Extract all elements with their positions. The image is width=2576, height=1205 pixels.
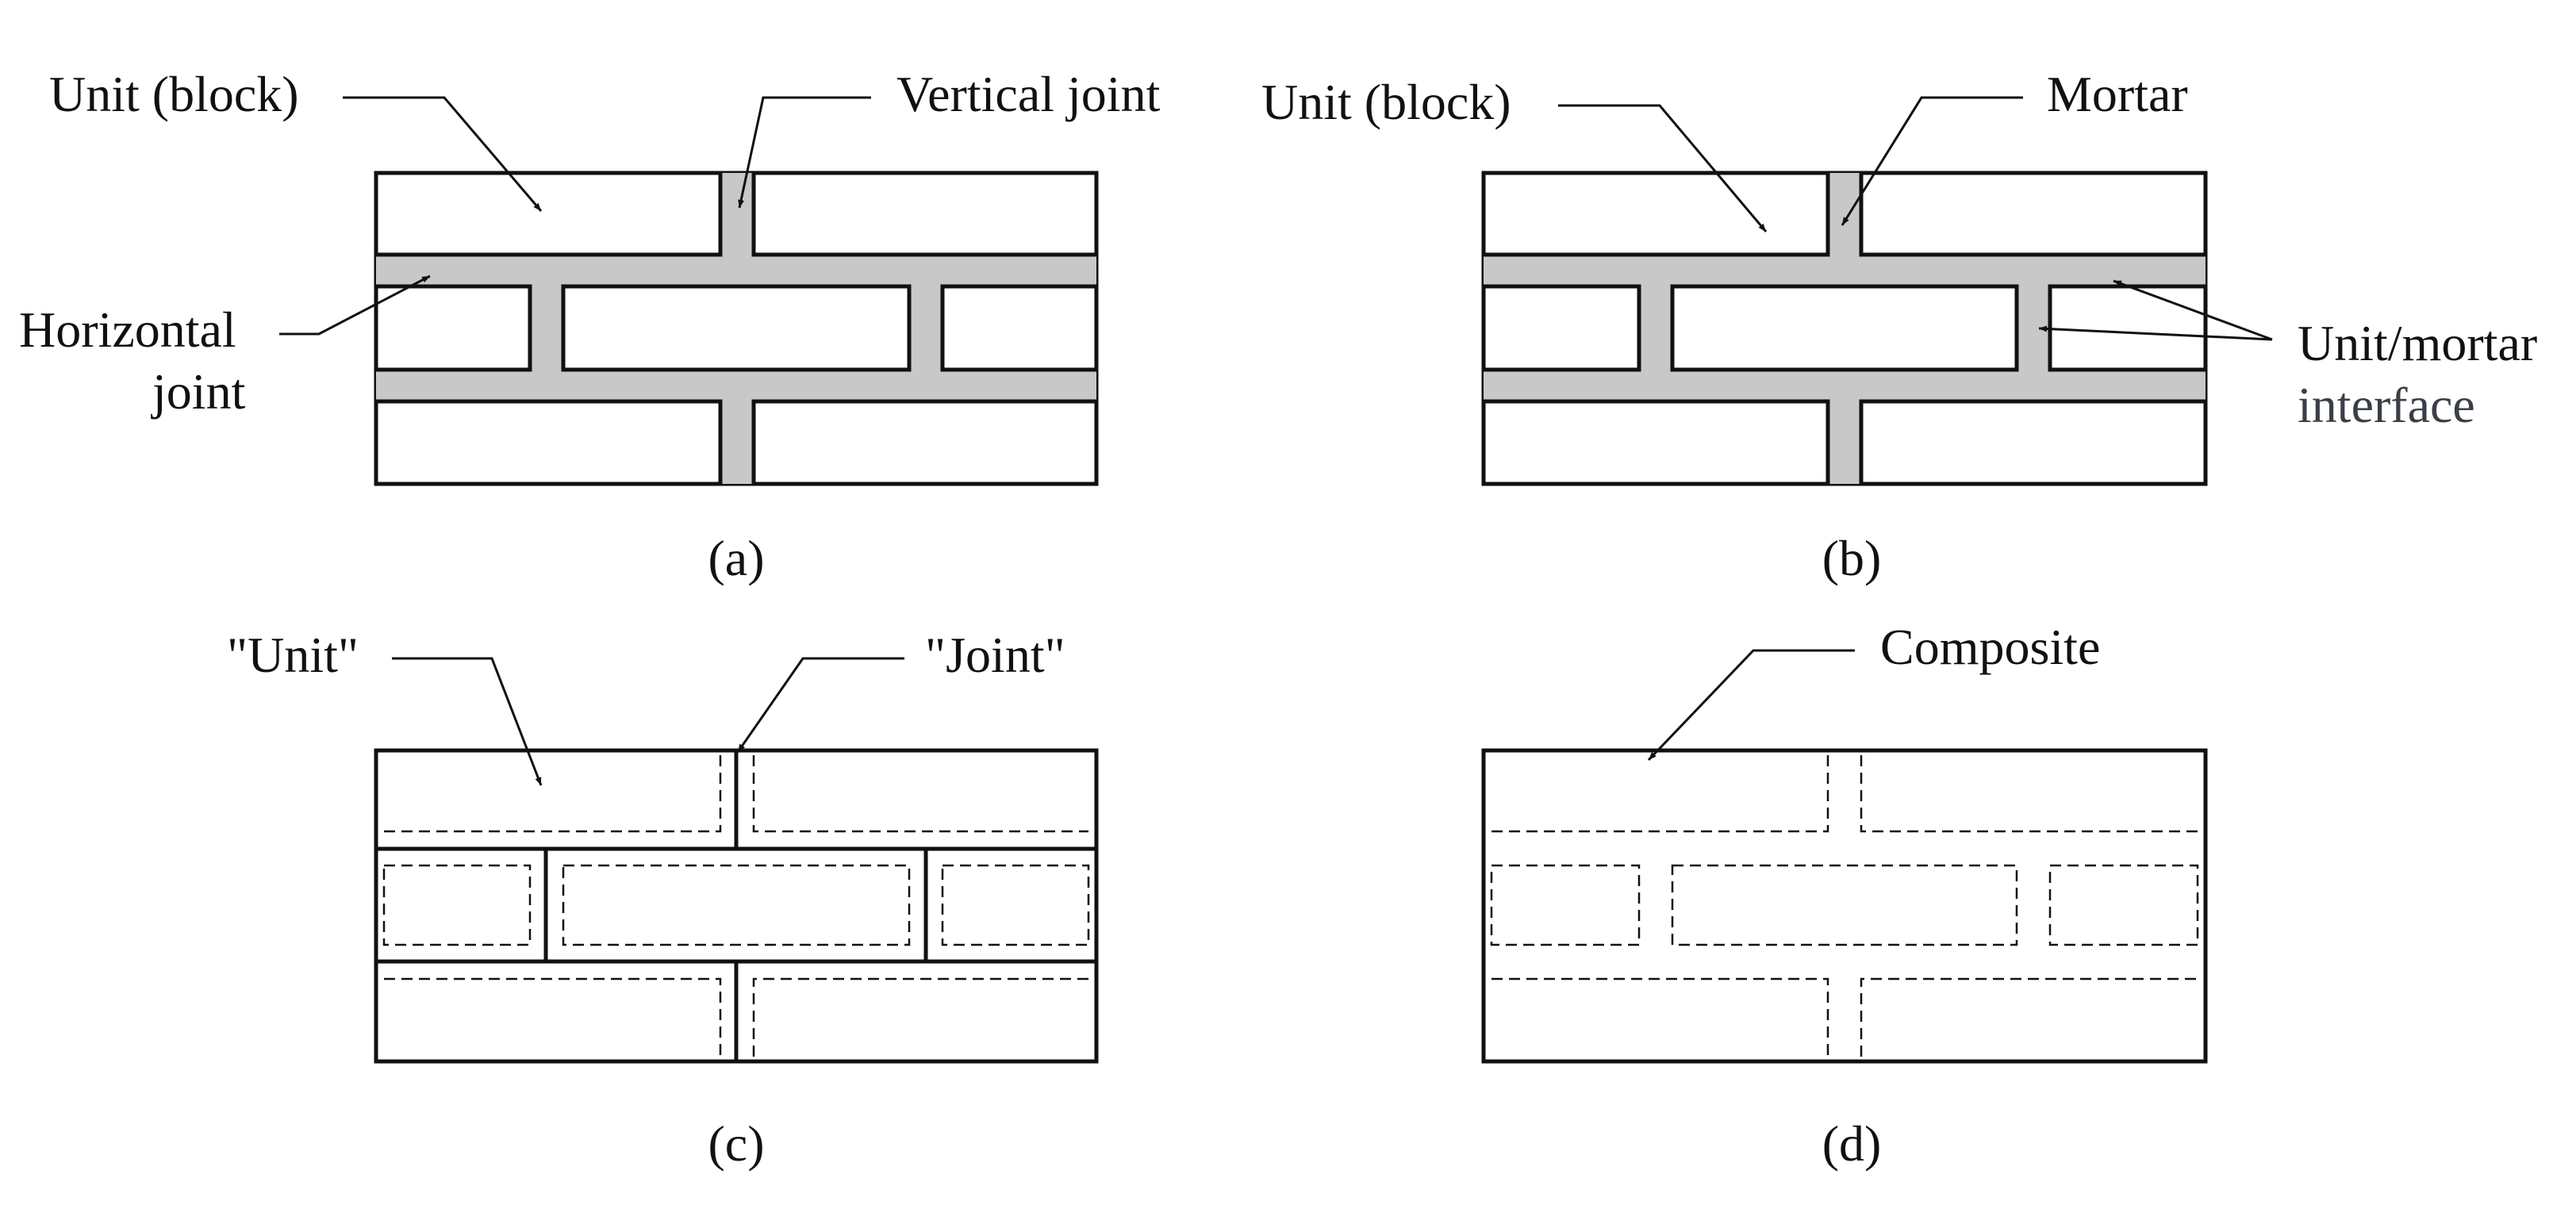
- leader-mortar-b: [1841, 96, 2023, 226]
- mortar-horizontal-top-b: [1484, 255, 2206, 286]
- unit-edge-bottom-row-a: [376, 399, 1096, 484]
- mortar-vertical-top-a: [720, 173, 754, 255]
- leader-unit-a: [343, 96, 543, 212]
- unit-middle-left-b: [1481, 284, 1641, 372]
- caption-d: (d): [1822, 1115, 1882, 1172]
- mortar-horizontal-bottom-b: [1484, 370, 2206, 401]
- mortar-vertical-mid1-a: [530, 286, 563, 370]
- leader-interface-upper-b: [2113, 279, 2273, 341]
- caption-b: (b): [1822, 530, 1882, 586]
- unit-middle-center-b: [1670, 284, 2019, 372]
- unit-middle-center-a: [561, 284, 912, 372]
- label-interface-line2-b: interface: [2298, 377, 2475, 433]
- unit-middle-right-a: [940, 284, 1099, 372]
- panel-b: Unit (block) Mortar Unit/mortar interfac…: [1261, 66, 2537, 586]
- dashed-unit-middle-left-d: [1490, 864, 1641, 946]
- dashed-unit-bottom-left-d: [1491, 977, 1829, 1057]
- label-horizontal-joint-line2-a: joint: [151, 363, 246, 420]
- unit-edge-top-row-b: [1484, 173, 2206, 257]
- dashed-unit-bottom-right-d: [1860, 977, 2198, 1057]
- label-horizontal-joint-line1-a: Horizontal: [19, 301, 236, 358]
- label-joint-c: "Joint": [925, 627, 1065, 683]
- label-vertical-joint-a: Vertical joint: [896, 66, 1161, 122]
- label-unit-a: Unit (block): [49, 66, 299, 122]
- label-unit-b: Unit (block): [1261, 74, 1511, 130]
- leader-unit-b: [1558, 104, 1768, 232]
- dashed-unit-middle-left-c: [382, 864, 532, 946]
- mortar-vertical-bottom-b: [1828, 401, 1861, 484]
- caption-a: (a): [708, 530, 764, 586]
- mortar-vertical-bottom-a: [720, 401, 754, 484]
- dashed-unit-bottom-left-c: [384, 977, 722, 1057]
- mortar-vertical-top-b: [1828, 173, 1861, 255]
- leader-unit-c: [392, 657, 543, 786]
- dashed-unit-middle-right-d: [2048, 864, 2199, 946]
- dashed-unit-top-left-d: [1491, 755, 1829, 833]
- mortar-vertical-mid1-b: [1639, 286, 1672, 370]
- mortar-vertical-mid2-a: [909, 286, 942, 370]
- mortar-horizontal-bottom-a: [376, 370, 1096, 401]
- unit-middle-left-a: [374, 284, 532, 372]
- leader-horizontal-joint-a: [279, 274, 431, 336]
- dashed-unit-bottom-right-c: [752, 977, 1088, 1057]
- leader-joint-c: [736, 657, 904, 753]
- mortar-horizontal-top-a: [376, 255, 1096, 286]
- caption-c: (c): [708, 1115, 764, 1172]
- dashed-unit-top-right-d: [1860, 755, 2198, 833]
- leader-interface-lower-b: [2038, 325, 2273, 341]
- panel-a: Unit (block) Vertical joint Horizontal j…: [19, 66, 1161, 586]
- wall-outline-d: [1481, 748, 2208, 1064]
- unit-edge-top-row-a: [376, 173, 1096, 257]
- dashed-unit-middle-center-c: [562, 864, 911, 946]
- unit-edge-bottom-row-b: [1484, 399, 2206, 484]
- panel-d: Composite (d): [1481, 619, 2208, 1172]
- label-mortar-b: Mortar: [2047, 66, 2188, 122]
- dashed-unit-top-left-c: [384, 755, 722, 833]
- dashed-unit-top-right-c: [752, 755, 1088, 833]
- label-unit-c: "Unit": [227, 627, 359, 683]
- label-composite-d: Composite: [1880, 619, 2100, 675]
- dashed-unit-middle-right-c: [941, 864, 1090, 946]
- dashed-unit-middle-center-d: [1671, 864, 2018, 946]
- leader-vertical-joint-a: [738, 96, 871, 209]
- leader-composite-d: [1647, 649, 1855, 762]
- panel-c: "Unit" "Joint" (c): [227, 627, 1099, 1172]
- label-interface-line1-b: Unit/mortar: [2298, 315, 2537, 371]
